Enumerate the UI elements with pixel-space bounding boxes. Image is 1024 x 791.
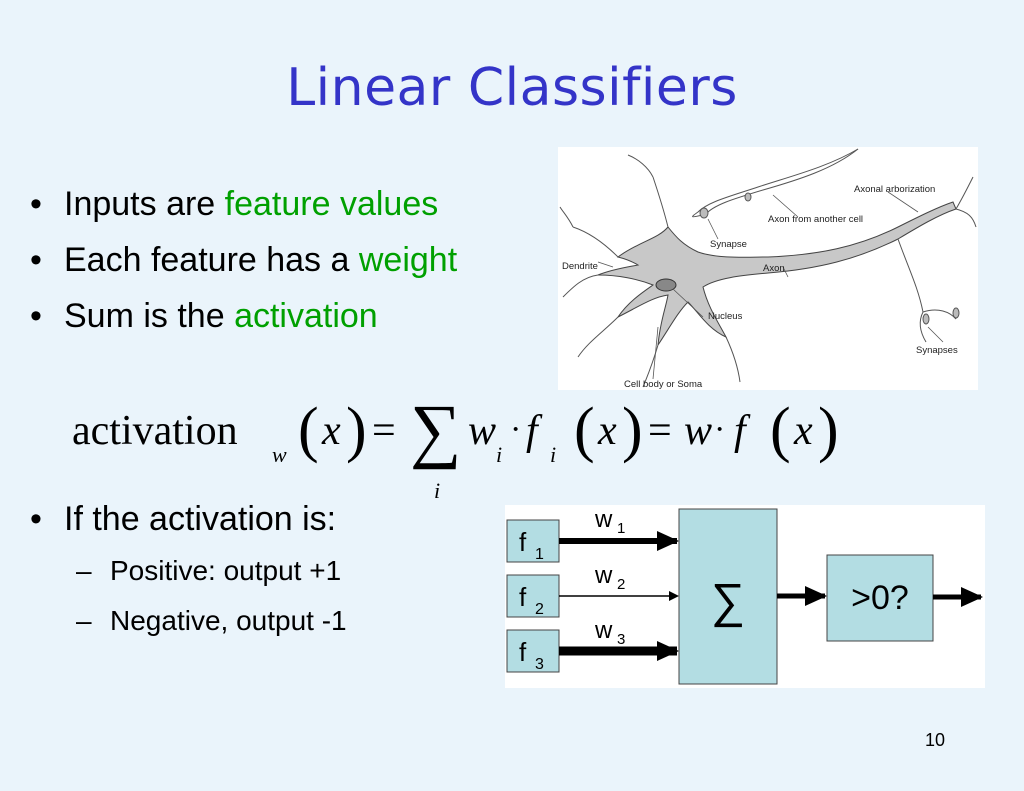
bullet-item: •If the activation is: xyxy=(30,500,337,538)
perceptron-diagram: f 1 f 2 f 3 w 1 w 2 w 3 ∑ >0? xyxy=(505,505,985,688)
svg-text:): ) xyxy=(622,396,643,464)
sub-bullet-item: –Positive: output +1 xyxy=(76,555,342,586)
neuron-illustration: Axonal arborization Axon from another ce… xyxy=(559,148,977,390)
formula-lhs-sub: w xyxy=(272,442,287,467)
svg-text:1: 1 xyxy=(617,520,625,537)
svg-text:): ) xyxy=(346,396,367,464)
svg-text:f: f xyxy=(519,582,527,612)
svg-text:2: 2 xyxy=(535,601,544,618)
svg-text:(: ( xyxy=(770,396,791,464)
svg-text:=: = xyxy=(372,408,396,454)
label-axon-from-another-cell: Axon from another cell xyxy=(768,214,863,225)
label-dendrite: Dendrite xyxy=(562,261,598,272)
svg-text:2: 2 xyxy=(617,576,625,593)
page-number: 10 xyxy=(925,730,946,750)
svg-text:1: 1 xyxy=(535,546,544,563)
svg-text:·: · xyxy=(510,411,521,448)
label-cell-body: Cell body or Soma xyxy=(624,379,703,390)
bullet-item: •Inputs are feature values xyxy=(30,185,439,223)
label-nucleus: Nucleus xyxy=(708,311,743,322)
neuron-diagram: Axonal arborization Axon from another ce… xyxy=(558,147,978,390)
input-box-f3 xyxy=(506,629,560,673)
label-synapse: Synapse xyxy=(710,239,747,250)
activation-formula: activation w ( x ) = ∑ i w i · f i ( x )… xyxy=(70,390,860,512)
svg-text:3: 3 xyxy=(535,656,544,673)
sum-symbol: ∑ xyxy=(410,392,461,470)
summation-box xyxy=(678,508,778,685)
label-axonal-arborization: Axonal arborization xyxy=(854,184,935,195)
svg-text:i: i xyxy=(496,442,502,467)
sub-bullet-item: –Negative, output -1 xyxy=(76,605,347,636)
svg-text:f: f xyxy=(519,637,527,667)
svg-text:(: ( xyxy=(298,396,319,464)
bullet-item: •Sum is the activation xyxy=(30,297,378,335)
input-box-f1 xyxy=(506,519,560,563)
activation-bullet-list: •If the activation is: –Positive: output… xyxy=(30,492,347,646)
svg-text:i: i xyxy=(434,478,440,503)
label-axon: Axon xyxy=(763,263,785,274)
svg-text:x: x xyxy=(321,408,341,454)
sum-icon: ∑ xyxy=(711,575,745,628)
highlight-text: weight xyxy=(358,241,458,279)
svg-text:w: w xyxy=(594,506,613,533)
svg-text:(: ( xyxy=(574,396,595,464)
label-synapses: Synapses xyxy=(916,345,958,356)
svg-text:f: f xyxy=(526,408,543,454)
input-box-f2 xyxy=(506,574,560,618)
svg-text:x: x xyxy=(597,408,617,454)
svg-text:x: x xyxy=(793,408,813,454)
bullet-item: •Each feature has a weight xyxy=(30,241,458,279)
svg-text:): ) xyxy=(818,396,839,464)
svg-text:w: w xyxy=(594,617,613,644)
threshold-box xyxy=(826,554,934,642)
threshold-label: >0? xyxy=(851,579,909,617)
formula-lhs: activation xyxy=(72,408,238,454)
svg-text:w: w xyxy=(594,562,613,589)
bullet-list: •Inputs are feature values •Each feature… xyxy=(30,176,457,344)
svg-text:3: 3 xyxy=(617,631,625,648)
svg-text:·: · xyxy=(714,411,725,448)
slide-title: Linear Classifiers xyxy=(286,58,738,118)
svg-text:f: f xyxy=(519,527,527,557)
svg-text:w: w xyxy=(468,408,496,454)
highlight-text: feature values xyxy=(224,185,439,223)
svg-text:w: w xyxy=(684,408,712,454)
highlight-text: activation xyxy=(234,297,378,335)
svg-text:=: = xyxy=(648,408,672,454)
svg-text:i: i xyxy=(550,442,556,467)
svg-text:f: f xyxy=(734,408,751,454)
